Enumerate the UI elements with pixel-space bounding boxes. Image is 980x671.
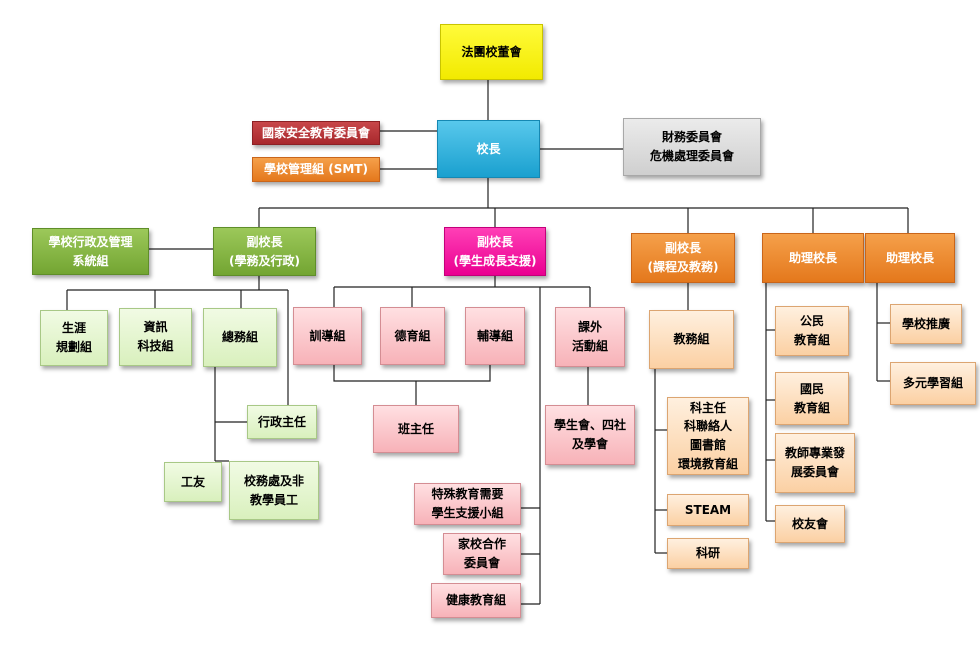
- it-node: 資訊 科技組: [119, 308, 192, 366]
- subject-heads-node: 科主任 科聯絡人 圖書館 環境教育組: [667, 397, 749, 475]
- multiple-learning-node: 多元學習組: [890, 362, 976, 405]
- janitor-node: 工友: [164, 462, 222, 502]
- sen-support-node: 特殊教育需要 學生支援小組: [414, 483, 521, 525]
- class-teacher-node: 班主任: [373, 405, 459, 453]
- career-planning-node: 生涯 規劃組: [40, 310, 108, 366]
- vp-growth-node: 副校長 (學生成長支援): [444, 227, 546, 276]
- moral-education-node: 德育組: [380, 307, 445, 365]
- admin-system-node: 學校行政及管理 系統組: [32, 228, 149, 275]
- discipline-node: 訓導組: [293, 307, 362, 365]
- assistant-principal-node-1: 助理校長: [762, 233, 864, 283]
- ecas-node: 課外 活動組: [555, 307, 625, 367]
- admin-head-node: 行政主任: [247, 405, 317, 439]
- non-teaching-staff-node: 校務處及非 教學員工: [229, 461, 319, 520]
- health-education-node: 健康教育組: [431, 583, 521, 618]
- finance-crisis-committee-node: 財務委員會 危機處理委員會: [623, 118, 761, 176]
- research-node: 科研: [667, 538, 749, 569]
- school-promotion-node: 學校推廣: [890, 304, 962, 344]
- counselling-node: 輔導組: [465, 307, 525, 365]
- steam-node: STEAM: [667, 494, 749, 526]
- home-school-node: 家校合作 委員會: [443, 533, 521, 575]
- vp-curriculum-node: 副校長 (課程及教務): [631, 233, 735, 283]
- alumni-node: 校友會: [775, 505, 845, 543]
- national-education-node: 國民 教育組: [775, 372, 849, 425]
- assistant-principal-node-2: 助理校長: [865, 233, 955, 283]
- teacher-development-node: 教師專業發 展委員會: [775, 433, 855, 493]
- academic-affairs-node: 教務組: [649, 310, 734, 369]
- smt-node: 學校管理組 (SMT): [252, 157, 380, 182]
- student-union-node: 學生會、四社 及學會: [545, 405, 635, 465]
- principal-node: 校長: [437, 120, 540, 178]
- board-node: 法團校董會: [440, 24, 543, 80]
- national-security-committee-node: 國家安全教育委員會: [252, 121, 380, 145]
- vp-admin-node: 副校長 (學務及行政): [213, 227, 316, 276]
- general-affairs-node: 總務組: [203, 308, 277, 367]
- connector-class-teacher: [333, 365, 491, 382]
- civic-education-node: 公民 教育組: [775, 306, 849, 356]
